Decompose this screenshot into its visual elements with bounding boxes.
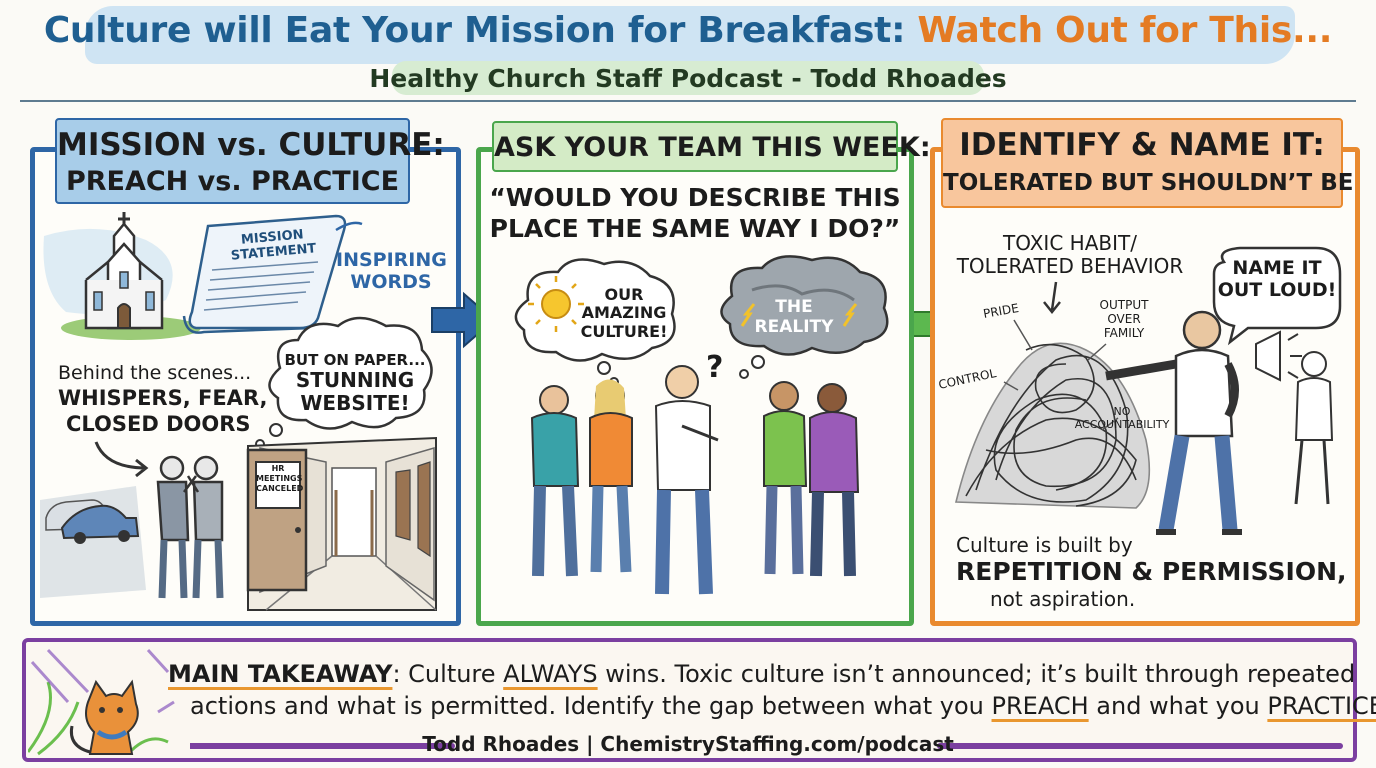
sun-icon: [528, 276, 584, 332]
name-it-speech-bubble: [1212, 246, 1342, 346]
takeaway-always: ALWAYS: [503, 660, 598, 688]
page-subtitle: Healthy Church Staff Podcast - Todd Rhoa…: [369, 64, 1007, 93]
tangled-toxic-behaviors-pile: [954, 342, 1151, 509]
sign-line1: HR: [271, 464, 285, 473]
parking-lot-illustration: [40, 486, 146, 598]
toxic-line2: TOLERATED BEHAVIOR: [956, 254, 1184, 278]
hallway-illustration: [246, 436, 437, 611]
toxic-line1: TOXIC HABIT/: [1003, 231, 1137, 255]
mission-panel-heading: MISSION vs. CULTURE: PREACH vs. PRACTICE: [55, 118, 445, 204]
team-members-figures: [530, 365, 860, 595]
mission-panel-illustration: [40, 212, 437, 611]
behind-scenes-line1: Behind the scenes...: [58, 362, 252, 384]
toxic-habit-label: TOXIC HABIT/TOLERATED BEHAVIOR: [946, 232, 1194, 278]
church-icon: [61, 212, 201, 340]
no-line1: NO: [1113, 405, 1131, 418]
culture-built-line1: Culture is built by: [956, 533, 1133, 557]
bubble-line1: BUT ON PAPER...: [284, 351, 426, 369]
culture-built-line3: not aspiration.: [990, 587, 1136, 611]
output-line2: OVER: [1107, 311, 1141, 326]
takeaway-line2: actions and what is permitted. Identify …: [190, 692, 1376, 720]
title-accent: Watch Out for This...: [917, 10, 1333, 51]
page-title: Culture will Eat Your Mission for Breakf…: [0, 10, 1376, 51]
takeaway-part1: Culture: [400, 660, 504, 688]
identify-panel-heading: IDENTIFY & NAME IT: TOLERATED BUT SHOULD…: [941, 118, 1354, 208]
cat-illustration: [28, 648, 175, 756]
name-it-line1: NAME IT: [1232, 257, 1322, 279]
megaphone-icon: [1255, 330, 1281, 382]
reality-storm-cloud: [720, 255, 889, 379]
takeaway-label: MAIN TAKEAWAY: [168, 660, 393, 688]
title-main: Culture will Eat Your Mission for Breakf…: [43, 10, 906, 51]
takeaway-preach: PREACH: [991, 692, 1089, 720]
cloud-right-line1: THE: [775, 297, 813, 317]
whispering-staff-figures: [156, 455, 224, 599]
stunning-website-thought-bubble: [255, 316, 433, 449]
ask-panel-illustration: [514, 255, 889, 595]
output-line3: FAMILY: [1103, 325, 1145, 340]
no-line2: ACCOUNTABILITY: [1074, 417, 1170, 431]
megaphone-figure: [1255, 330, 1334, 505]
hr-meetings-sign: [255, 461, 301, 509]
takeaway-part4: and what you: [1088, 692, 1268, 720]
behind-scenes-line2: WHISPERS, FEAR,: [58, 386, 268, 410]
identify-panel-illustration: [954, 246, 1342, 535]
pointing-man-figure: [1105, 310, 1242, 535]
mission-heading-line2: PREACH vs. PRACTICE: [65, 166, 400, 197]
header-divider: [20, 100, 1356, 102]
ask-heading-text: ASK YOUR TEAM THIS WEEK:: [494, 132, 931, 163]
quote-line1: “WOULD YOU DESCRIBE THIS: [489, 183, 901, 212]
title-highlight: [85, 6, 1295, 64]
question-mark: ?: [706, 350, 724, 385]
lightning-icon: [740, 303, 756, 327]
sign-line2: MEETINGS: [256, 474, 303, 483]
quote-line2: PLACE THE SAME WAY I DO?”: [489, 214, 901, 244]
main-takeaway-box: [22, 638, 1357, 762]
lightning-icon: [842, 303, 858, 327]
inspiring-line1: INSPIRING: [336, 249, 447, 271]
footer-credit: Todd Rhoades | ChemistryStaffing.com/pod…: [422, 732, 954, 756]
identify-heading-line1: IDENTIFY & NAME IT:: [959, 127, 1325, 163]
output-line1: OUTPUT: [1099, 298, 1149, 312]
identify-heading-line2: TOLERATED BUT SHOULDN’T BE: [943, 170, 1354, 196]
takeaway-part3: actions and what is permitted. Identify …: [190, 692, 992, 720]
cloud-left-line2: AMAZING: [581, 303, 667, 323]
subtitle-highlight: [392, 61, 984, 95]
takeaway-line1: MAIN TAKEAWAY: Culture ALWAYS wins. Toxi…: [168, 660, 1355, 688]
culture-built-line2: REPETITION & PERMISSION,: [956, 557, 1347, 586]
inspiring-line2: WORDS: [350, 270, 432, 293]
name-it-line2: OUT LOUD!: [1217, 278, 1337, 301]
ask-panel-heading: ASK YOUR TEAM THIS WEEK:: [492, 121, 931, 172]
takeaway-practice: PRACTICE: [1267, 692, 1376, 720]
bubble-line3: WEBSITE!: [300, 391, 410, 416]
behind-scenes-line3: CLOSED DOORS: [66, 412, 251, 436]
takeaway-colon: :: [392, 660, 401, 688]
cloud-left-line3: CULTURE!: [580, 321, 668, 341]
cloud-left-line1: OUR: [604, 285, 644, 304]
bubble-line2: STUNNING: [295, 368, 415, 393]
cloud-right-line2: REALITY: [754, 316, 834, 337]
takeaway-part2: wins. Toxic culture isn’t announced; it’…: [597, 660, 1356, 688]
footer-rules: [190, 743, 1343, 749]
mission-heading-line1: MISSION vs. CULTURE:: [57, 127, 445, 163]
cat-icon: [85, 679, 139, 755]
sign-line3: CANCELED: [256, 484, 304, 493]
